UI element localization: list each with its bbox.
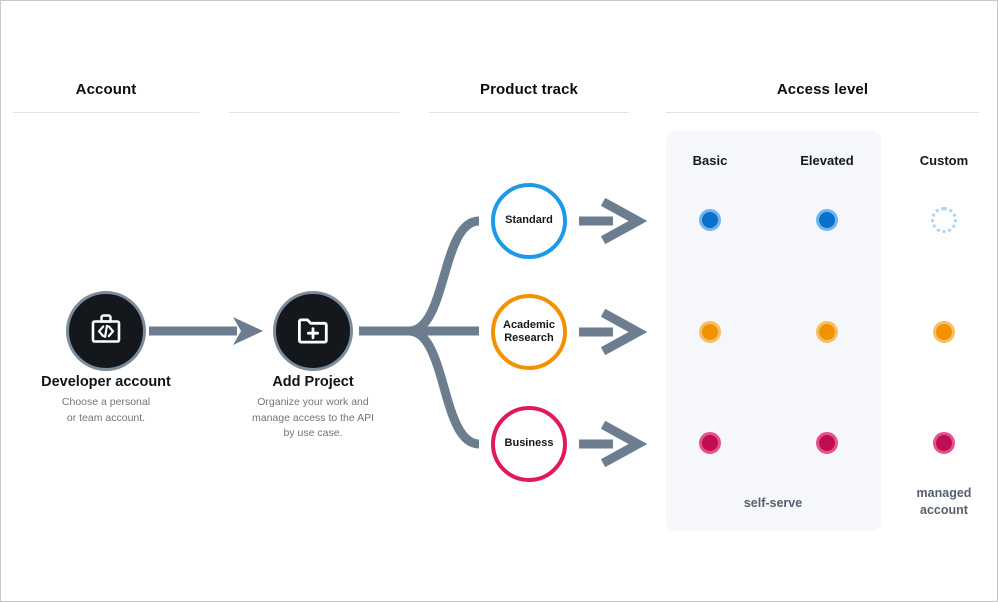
- column-rule-1: [229, 112, 399, 113]
- column-header-account: Account: [75, 81, 137, 98]
- column-header-product-track: Product track: [480, 81, 578, 98]
- access-dot-business-basic[interactable]: [699, 432, 721, 454]
- access-level-header-basic: Basic: [692, 153, 728, 168]
- access-dot-academic-research-basic[interactable]: [699, 321, 721, 343]
- track-business[interactable]: Business: [491, 406, 567, 482]
- id-badge-code-icon: [86, 311, 126, 351]
- track-label-business: Business: [504, 437, 554, 450]
- node-title-developer-account: Developer account: [41, 374, 171, 390]
- access-dot-standard-basic[interactable]: [699, 209, 721, 231]
- access-dot-business-custom[interactable]: [933, 432, 955, 454]
- access-level-header-elevated: Elevated: [800, 153, 854, 168]
- column-rule-2: [429, 112, 629, 113]
- track-label-standard: Standard: [505, 214, 553, 227]
- access-dot-academic-research-elevated[interactable]: [816, 321, 838, 343]
- access-dot-academic-research-custom[interactable]: [933, 321, 955, 343]
- access-dot-standard-elevated[interactable]: [816, 209, 838, 231]
- node-title-add-project: Add Project: [272, 374, 354, 390]
- folder-plus-icon: [293, 311, 333, 351]
- access-dot-business-elevated[interactable]: [816, 432, 838, 454]
- node-developer-account[interactable]: [66, 291, 146, 371]
- track-standard[interactable]: Standard: [491, 183, 567, 259]
- access-dot-standard-custom[interactable]: [931, 207, 957, 233]
- column-header-access-level: Access level: [776, 81, 869, 98]
- column-rule-3: [666, 112, 979, 113]
- footnote-self-serve: self-serve: [743, 496, 803, 510]
- node-add-project[interactable]: [273, 291, 353, 371]
- access-level-header-custom: Custom: [919, 153, 969, 168]
- column-rule-0: [13, 112, 199, 113]
